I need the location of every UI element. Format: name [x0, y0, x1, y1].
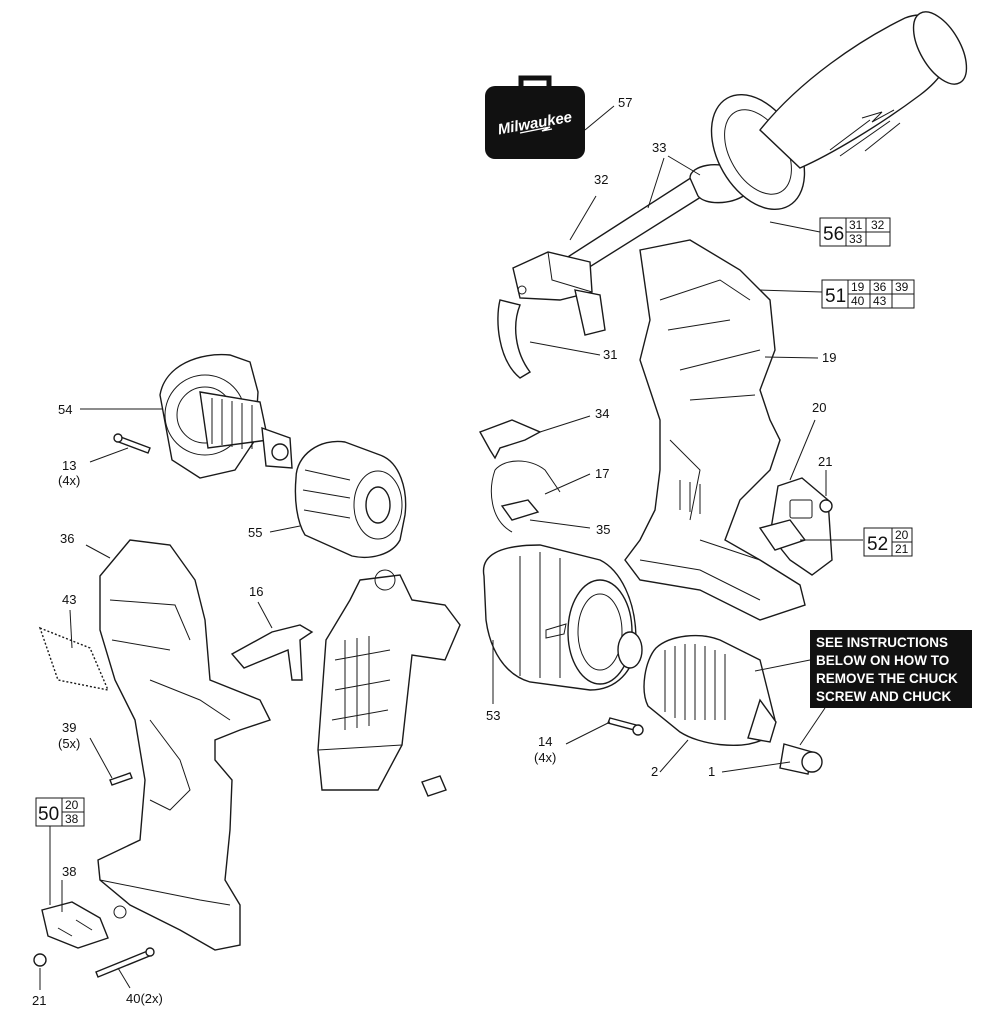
kit-52-number: 52	[867, 534, 888, 555]
callout-35: 35	[596, 522, 610, 537]
spring-part-17	[490, 460, 561, 533]
callout-33: 33	[652, 140, 666, 155]
bracket-part-35	[500, 499, 540, 521]
callout-57: 57	[618, 95, 632, 110]
note-line: SCREW AND CHUCK	[816, 689, 951, 704]
callout-53: 53	[486, 708, 500, 723]
kit-box-56: 56 31 32 33	[819, 217, 891, 247]
callout-21-lower: 21	[32, 993, 46, 1008]
carrying-case-part-57: Milwaukee	[485, 75, 585, 159]
small-part	[421, 775, 447, 797]
callout-2: 2	[651, 764, 658, 779]
armature-assembly-part-54	[159, 353, 293, 479]
callout-55: 55	[248, 525, 262, 540]
screw-part-40	[95, 947, 155, 978]
handle-clamp-part-31-32	[497, 251, 606, 379]
kit-51-item: 39	[895, 280, 909, 294]
callout-13: 13	[62, 458, 76, 473]
note-line: REMOVE THE CHUCK	[816, 671, 958, 686]
gearbox-part-53	[482, 544, 643, 691]
chuck-part-2	[643, 634, 777, 746]
callout-13-qty: (4x)	[58, 473, 80, 488]
side-handle-part-33	[558, 11, 968, 279]
screw-part-13	[113, 433, 151, 454]
callout-20: 20	[812, 400, 826, 415]
kit-50-number: 50	[38, 804, 59, 825]
kit-56-item: 31	[849, 218, 863, 232]
kit-52-item: 20	[895, 528, 909, 542]
callout-31: 31	[603, 347, 617, 362]
kit-56-item: 33	[849, 232, 863, 246]
chuck-screw-part-1	[779, 743, 823, 775]
kit-56-item: 32	[871, 218, 885, 232]
callout-36: 36	[60, 531, 74, 546]
housing-half-part-19	[624, 239, 806, 621]
callout-19: 19	[822, 350, 836, 365]
chuck-removal-note: SEE INSTRUCTIONS BELOW ON HOW TO REMOVE …	[810, 630, 972, 708]
kit-51-item: 19	[851, 280, 865, 294]
callout-54: 54	[58, 402, 72, 417]
kit-51-item: 36	[873, 280, 887, 294]
kit-box-50: 50 20 38	[35, 797, 85, 827]
switch-module	[317, 569, 461, 791]
kit-box-52: 52 20 21	[863, 527, 913, 557]
callout-39-qty: (5x)	[58, 736, 80, 751]
kit-51-item: 40	[851, 294, 865, 308]
kit-56-number: 56	[823, 224, 844, 245]
screw-part-21-lower	[33, 953, 47, 967]
screw-part-14	[607, 717, 644, 736]
kit-52-item: 21	[895, 542, 909, 556]
switch-link-part-16	[230, 624, 314, 681]
kit-50-item: 20	[65, 798, 79, 812]
kit-box-51: 51 19 36 39 40 43	[821, 279, 915, 309]
callout-labels: 57 33 32 31 19 20 21 54 13 (4x) 34 17 35…	[32, 95, 836, 1008]
callout-14: 14	[538, 734, 552, 749]
screw-part-39	[109, 772, 133, 786]
leader-lines	[39, 105, 863, 990]
stator-part-55	[294, 440, 407, 558]
battery-latch-part-38	[41, 901, 109, 949]
spring-clip-part-34	[478, 419, 542, 460]
callout-39: 39	[62, 720, 76, 735]
callout-1: 1	[708, 764, 715, 779]
callout-14-qty: (4x)	[534, 750, 556, 765]
callout-17: 17	[595, 466, 609, 481]
note-line: SEE INSTRUCTIONS	[816, 635, 948, 650]
callout-43: 43	[62, 592, 76, 607]
kit-51-item: 43	[873, 294, 887, 308]
kit-50-item: 38	[65, 812, 79, 826]
callout-34: 34	[595, 406, 609, 421]
belt-clip-part-20	[758, 477, 833, 576]
label-part-43	[38, 626, 110, 691]
housing-half-part-36	[97, 539, 271, 951]
callout-16: 16	[249, 584, 263, 599]
callout-40: 40(2x)	[126, 991, 163, 1006]
screw-part-21-upper	[819, 499, 833, 513]
callout-38: 38	[62, 864, 76, 879]
callout-32: 32	[594, 172, 608, 187]
callout-21-upper: 21	[818, 454, 832, 469]
kit-51-number: 51	[825, 286, 846, 307]
note-line: BELOW ON HOW TO	[816, 653, 949, 668]
